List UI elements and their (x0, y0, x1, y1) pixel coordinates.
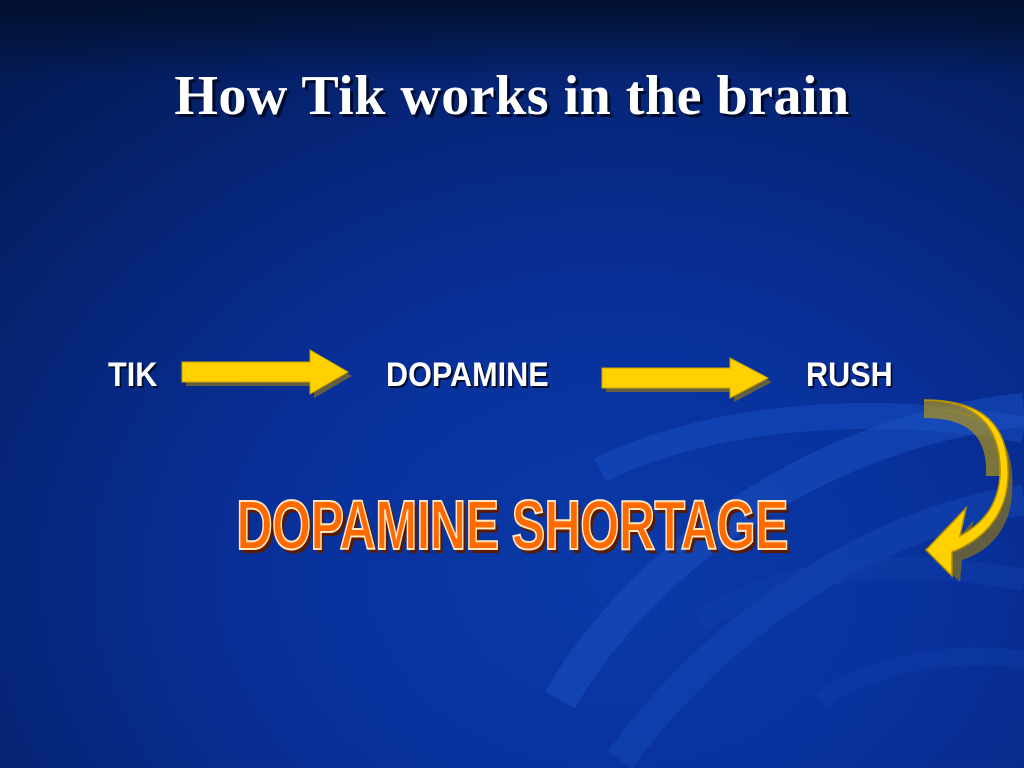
top-shading (0, 0, 1024, 80)
flow-node-dopamine: DOPAMINE (386, 356, 549, 394)
result-dopamine-shortage: DOPAMINE SHORTAGE (236, 485, 790, 565)
flow-node-rush: RUSH (806, 356, 893, 394)
flow-node-tik: TIK (108, 356, 158, 394)
curved-down-arrow-icon (923, 399, 1013, 582)
slide-title: How Tik works in the brain (174, 65, 850, 127)
right-arrow-icon (181, 349, 352, 398)
right-arrow-icon (601, 357, 772, 402)
